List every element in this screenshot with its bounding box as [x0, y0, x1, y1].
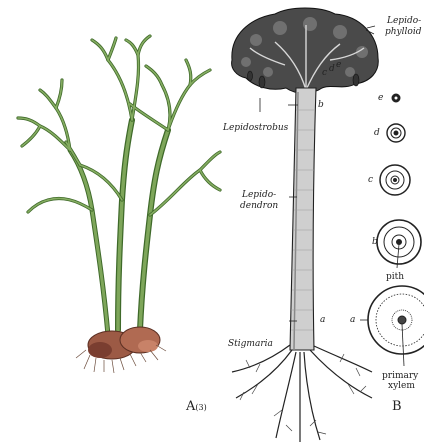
section-letter-d: d [374, 128, 380, 138]
section-letter-a: a [350, 315, 355, 325]
panel-label-a: A(3) [186, 399, 207, 414]
plant-rhizome-base [76, 327, 166, 373]
cross-section-d [387, 124, 405, 142]
cross-section-a [360, 286, 424, 366]
tree-crown [232, 8, 379, 93]
label-stigmaria: Stigmaria [228, 339, 273, 349]
trunk-letter-b: b [318, 100, 324, 110]
section-letter-b: b [372, 237, 378, 247]
cross-section-e [392, 94, 400, 102]
cross-section-c [380, 165, 410, 195]
label-lepidodendron-line1: Lepido- [242, 190, 276, 200]
stigmaria-roots [232, 345, 372, 442]
trunk-letter-d: d [329, 64, 335, 74]
section-letter-e: e [378, 93, 383, 103]
label-lepidostrobus: Lepidostrobus [223, 123, 288, 133]
cross-section-b [377, 220, 421, 268]
panel-label-b: B [392, 399, 402, 414]
label-lepidophylloides-line1: Lepido- [387, 16, 421, 26]
trunk-letter-c: c [322, 68, 327, 78]
trunk-letter-e: e [336, 60, 341, 70]
label-pith: pith [386, 272, 404, 282]
label-primary-xylem-line1: primary [382, 371, 418, 381]
section-letter-c: c [368, 175, 373, 185]
label-primary-xylem-line2: xylem [388, 381, 415, 391]
label-lepidophylloides-line2: phylloid [385, 27, 421, 37]
green-plant-illustration [18, 36, 220, 335]
label-lepidodendron-line2: dendron [240, 201, 278, 211]
trunk-letter-a: a [320, 315, 325, 325]
tree-trunk [290, 88, 316, 350]
